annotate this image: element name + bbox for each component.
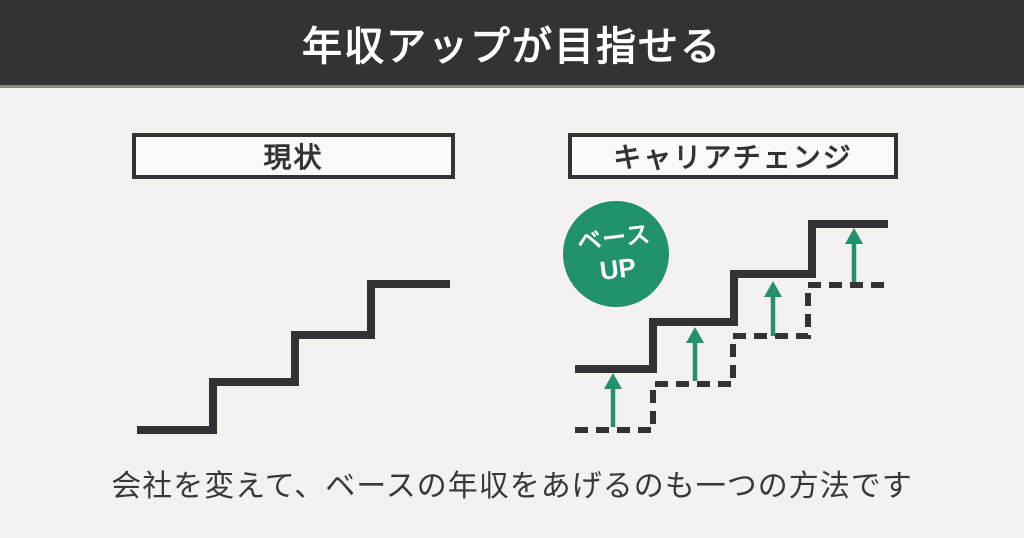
current-salary-stairs	[137, 280, 450, 434]
salary-up-arrow-3	[764, 281, 782, 336]
page-title: 年収アップが目指せる	[302, 24, 722, 69]
base-up-badge-line2: UP	[598, 251, 638, 286]
salary-up-arrow-1	[604, 373, 622, 427]
base-up-badge-line1: ベース	[575, 220, 653, 257]
caption-text: 会社を変えて、ベースの年収をあげるのも一つの方法です	[111, 470, 913, 503]
previous-salary-baseline-stairs	[575, 282, 888, 433]
label-current-state-text: 現状	[263, 142, 324, 173]
career-change-salary-stairs	[575, 220, 888, 373]
salary-up-arrow-2	[686, 327, 704, 381]
label-career-change-text: キャリアチェンジ	[613, 142, 853, 173]
label-box-current-state: 現状	[132, 133, 455, 179]
salary-up-arrow-4	[845, 228, 863, 282]
label-box-career-change: キャリアチェンジ	[568, 133, 898, 179]
header-bar: 年収アップが目指せる	[0, 0, 1024, 88]
